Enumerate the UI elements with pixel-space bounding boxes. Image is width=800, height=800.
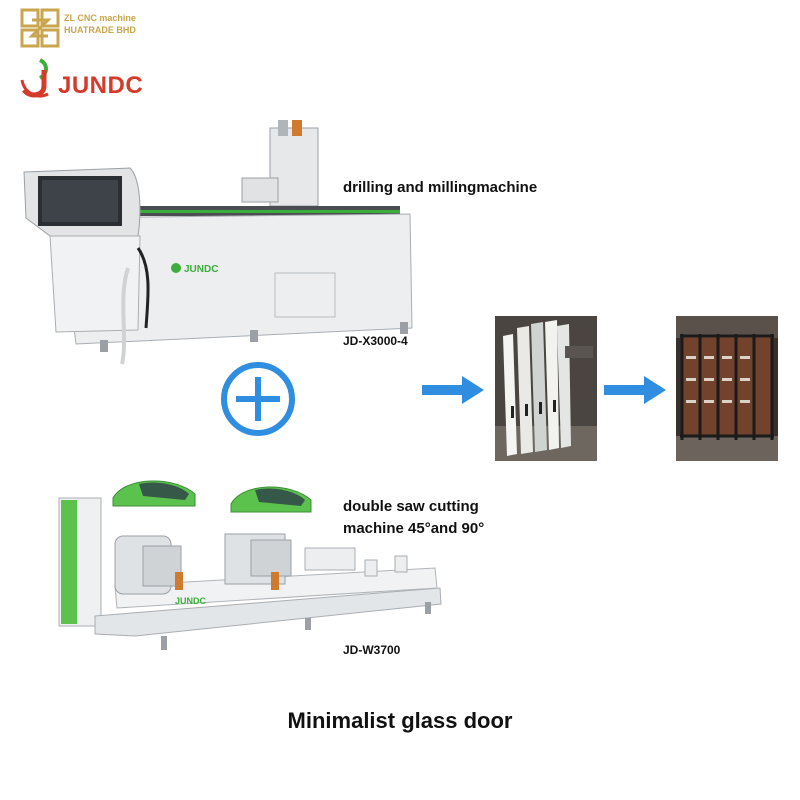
jundc-brand-text: JUNDC <box>58 72 144 99</box>
machine2-description-line2: machine 45°and 90° <box>343 520 485 537</box>
aluminum-profiles-illustration <box>495 316 597 461</box>
aluminum-profiles-photo <box>495 316 597 461</box>
machine2-model: JD-W3700 <box>343 643 401 657</box>
zl-logo-icon <box>20 8 60 48</box>
right-arrow-icon <box>604 376 666 404</box>
zl-brand-line2: HUATRADE BHD <box>64 25 136 35</box>
zl-brand-line1: ZL CNC machine <box>64 13 136 23</box>
drilling-milling-machine-image: JUNDC <box>23 120 413 365</box>
machine1-description: drilling and millingmachine <box>343 179 538 196</box>
machine1-logo-text: JUNDC <box>184 264 218 275</box>
zl-brand-text: ZL CNC machine HUATRADE BHD <box>64 12 136 36</box>
caption-title: Minimalist glass door <box>287 708 513 733</box>
jundc-logo-icon <box>20 58 49 98</box>
machine2-description-line1: double saw cutting <box>343 498 479 515</box>
double-saw-cutting-machine-image: JUNDC <box>58 480 442 650</box>
machine1-model: JD-X3000-4 <box>343 334 408 348</box>
machine2-logo-text: JUNDC <box>175 596 207 606</box>
plus-circle-icon <box>221 362 295 436</box>
glass-door-illustration <box>676 316 778 461</box>
machine2-description: double saw cutting machine 45°and 90° <box>343 496 484 540</box>
right-arrow-icon <box>422 376 484 404</box>
glass-door-showroom-photo <box>676 316 778 461</box>
